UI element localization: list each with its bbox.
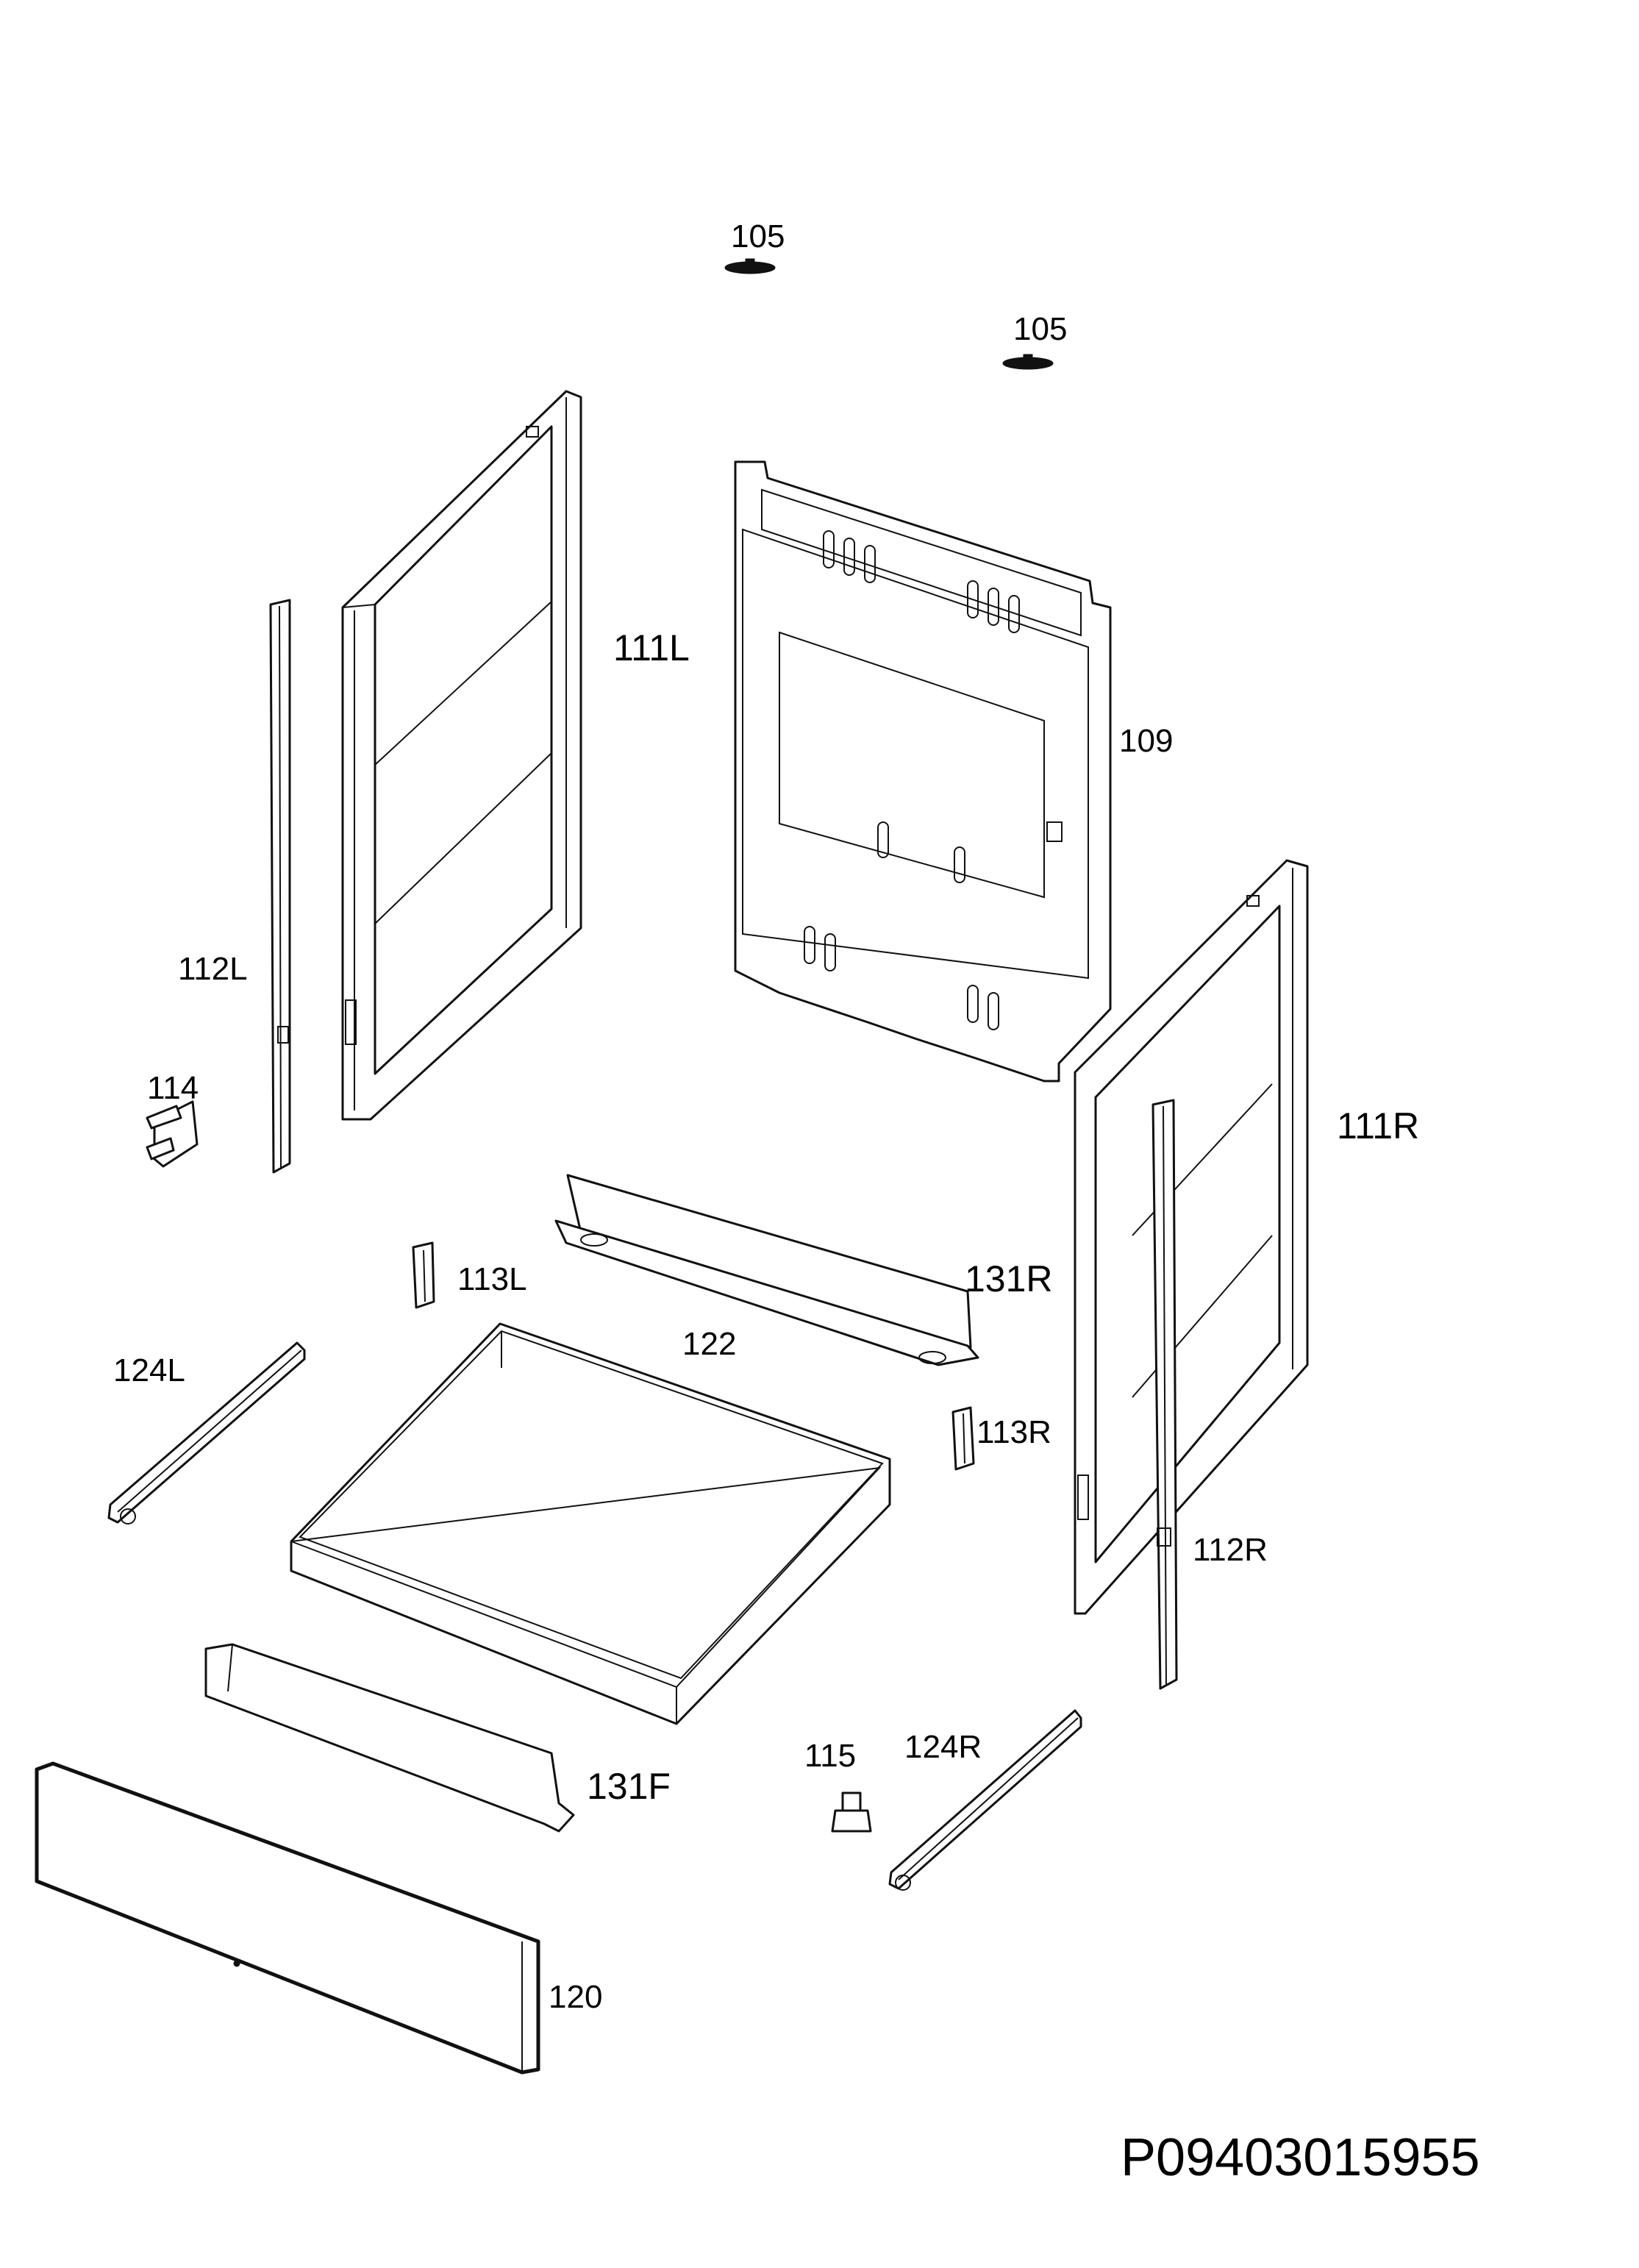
label-124R: 124R bbox=[904, 1729, 982, 1765]
label-112L: 112L bbox=[178, 951, 248, 987]
vent-slots bbox=[804, 530, 1020, 1030]
part-113L-hinge bbox=[412, 1241, 435, 1309]
label-131F: 131F bbox=[587, 1766, 671, 1807]
label-105-right: 105 bbox=[1013, 311, 1068, 347]
part-111L-left-side-frame bbox=[341, 390, 582, 1121]
label-113R: 113R bbox=[976, 1414, 1051, 1450]
part-111R-right-side-frame bbox=[1074, 859, 1309, 1615]
label-113L: 113L bbox=[457, 1261, 527, 1297]
part-109-back-panel bbox=[734, 460, 1112, 1083]
document-number: P09403015955 bbox=[1121, 2128, 1480, 2187]
part-115-fitting bbox=[831, 1791, 872, 1833]
part-124L-runner bbox=[107, 1341, 306, 1525]
part-105-right bbox=[1002, 354, 1054, 370]
label-115: 115 bbox=[804, 1738, 857, 1774]
part-114-bracket bbox=[146, 1100, 199, 1168]
label-120: 120 bbox=[549, 1979, 603, 2015]
part-131F-front-rail bbox=[204, 1643, 575, 1833]
label-111L: 111L bbox=[613, 627, 690, 668]
part-105-top bbox=[724, 258, 776, 274]
label-124L: 124L bbox=[113, 1352, 185, 1388]
label-114: 114 bbox=[147, 1070, 199, 1106]
part-124R-runner bbox=[888, 1709, 1082, 1891]
label-109: 109 bbox=[1119, 723, 1174, 759]
part-122-rear-rail bbox=[554, 1174, 979, 1366]
part-120-drawer-front bbox=[35, 1761, 540, 2075]
part-112R-right-strip bbox=[1151, 1099, 1178, 1690]
label-122: 122 bbox=[682, 1326, 737, 1362]
label-131R: 131R bbox=[965, 1258, 1053, 1299]
label-105-top: 105 bbox=[731, 218, 785, 254]
label-111R: 111R bbox=[1337, 1105, 1420, 1147]
part-131R-drawer-tray bbox=[290, 1322, 891, 1725]
part-112L-left-strip bbox=[269, 599, 291, 1174]
part-113R-hinge bbox=[951, 1406, 975, 1471]
label-112R: 112R bbox=[1193, 1532, 1268, 1568]
